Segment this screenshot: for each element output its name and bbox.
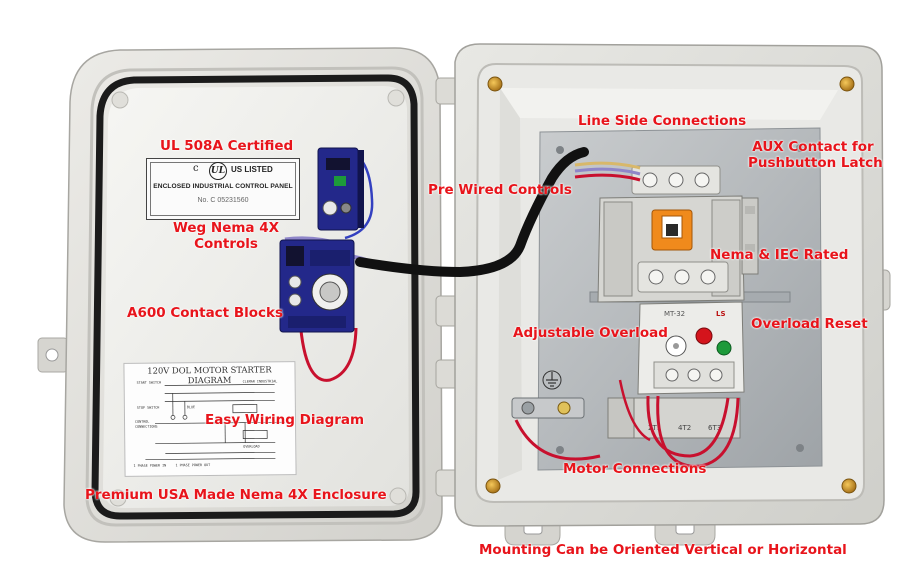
ul-c-mark: c: [193, 163, 199, 174]
diagram-schematic: [145, 383, 286, 461]
terminal-label: 6T3: [708, 424, 721, 432]
label-nema-iec: Nema & IEC Rated: [710, 247, 849, 263]
diagram-company: CLEMAR INDUSTRIAL: [242, 379, 278, 384]
label-aux-line2: Pushbutton Latch: [748, 155, 883, 171]
label-overload-reset: Overload Reset: [751, 316, 868, 332]
a600-contact-blocks: [279, 239, 355, 333]
ground-symbol-icon: [542, 370, 562, 390]
label-mounting: Mounting Can be Oriented Vertical or Hor…: [479, 542, 847, 558]
contactor: [597, 165, 759, 303]
gasket: [91, 74, 420, 520]
overload-reset-button: [716, 340, 732, 356]
label-ul-508a: UL 508A Certified: [160, 138, 294, 154]
terminal-label: 4T2: [678, 424, 691, 432]
ul-plate-border: [150, 162, 296, 216]
label-weg-line2: Controls: [194, 236, 258, 252]
ul-us-listed: US LISTED: [231, 165, 273, 174]
terminal-label: 2T1: [648, 424, 661, 432]
brand-logo: LS: [716, 310, 726, 318]
diagram-start-switch: START SWITCH: [136, 380, 162, 385]
label-aux-contact: AUX Contact for Pushbutton Latch: [748, 139, 883, 171]
diagram-overload: OVERLOAD: [243, 444, 260, 449]
diagram-connections: CONNECTIONS: [135, 424, 158, 429]
diagram-control: CONTROL: [135, 419, 150, 424]
label-aux-line1: AUX Contact for: [752, 139, 874, 155]
diagram-blue: BLUE: [186, 405, 196, 410]
ul-panel-text: ENCLOSED INDUSTRIAL CONTROL PANEL: [153, 183, 293, 190]
wiring-diagram-sticker: 120V DOL MOTOR STARTER DIAGRAM START SWI…: [123, 361, 297, 477]
diagram-phase-out: 1 PHASE POWER OUT: [175, 463, 211, 468]
aux-contact: [741, 197, 759, 275]
diagram-stop-switch: STOP SWITCH: [136, 405, 160, 410]
label-adjustable-overload: Adjustable Overload: [513, 325, 668, 341]
label-motor-connections: Motor Connections: [563, 461, 707, 477]
label-weg-controls: Weg Nema 4X Controls: [166, 220, 286, 252]
label-line-side: Line Side Connections: [578, 113, 747, 129]
ul-listed-label: c UL US LISTED ENCLOSED INDUSTRIAL CONTR…: [146, 158, 300, 220]
label-weg-line1: Weg Nema 4X: [172, 220, 280, 236]
ground-lug: [511, 370, 585, 419]
control-cable: [355, 147, 589, 278]
overload-model: MT-32: [664, 310, 685, 318]
label-premium-enclosure: Premium USA Made Nema 4X Enclosure: [85, 487, 387, 503]
diagram-phase-in: 1 PHASE POWER IN: [133, 463, 167, 468]
ul-logo-icon: UL: [209, 162, 227, 180]
label-a600: A600 Contact Blocks: [127, 305, 284, 321]
label-pre-wired: Pre Wired Controls: [428, 182, 572, 198]
ul-number: No. C 05231560: [197, 197, 249, 204]
weg-controls: [317, 147, 364, 231]
label-easy-wiring: Easy Wiring Diagram: [205, 412, 365, 428]
